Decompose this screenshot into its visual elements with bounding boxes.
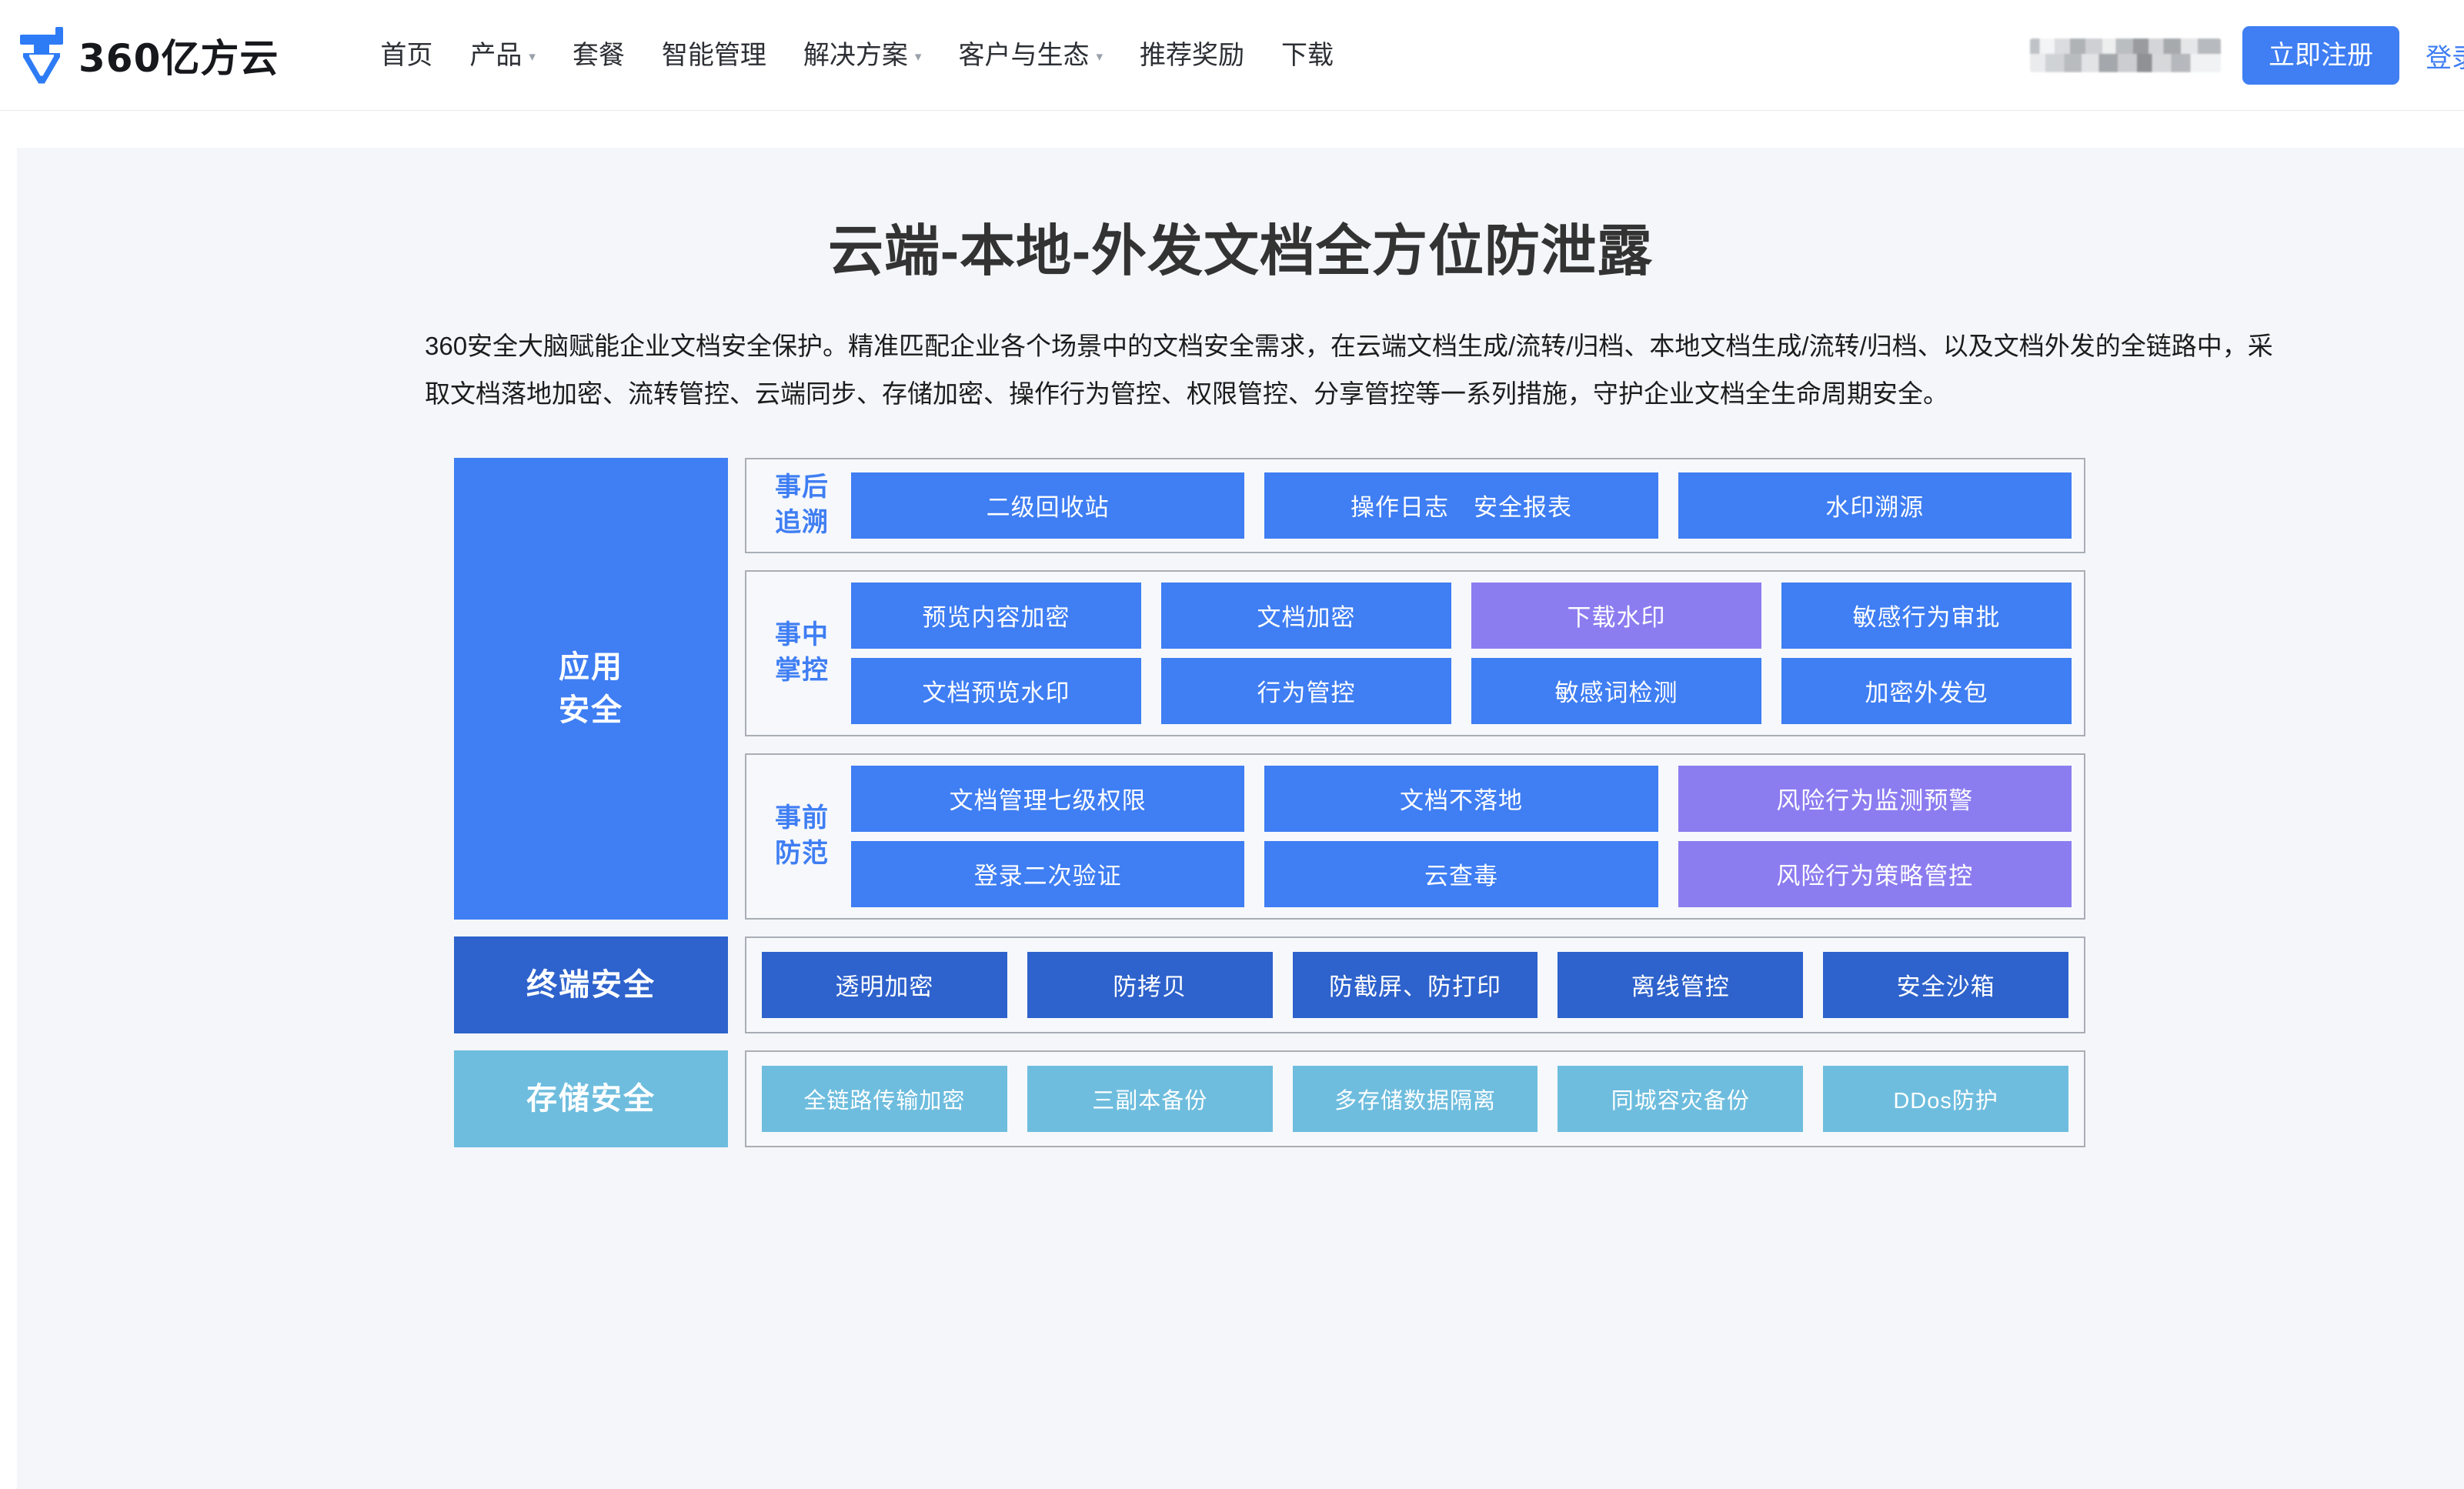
security-architecture-diagram: 应用安全 事后追溯 二级回收站 操作日志 安全报表 水印溯源 <box>454 457 2085 1147</box>
tier-label-text: 应用安全 <box>559 649 623 727</box>
group-post-incident-tracing: 事后追溯 二级回收站 操作日志 安全报表 水印溯源 <box>745 457 2085 553</box>
tier-body: 全链路传输加密 三副本备份 多存储数据隔离 同城容灾备份 DDos防护 <box>745 1050 2085 1147</box>
feature-chip-recycle-bin[interactable]: 二级回收站 <box>851 472 1245 539</box>
tier-label-storage-security: 存储安全 <box>454 1050 728 1147</box>
group-row: 二级回收站 操作日志 安全报表 水印溯源 <box>851 472 2072 539</box>
brand-name: 360亿方云 <box>78 35 279 81</box>
group-rows: 文档管理七级权限 文档不落地 风险行为监测预警 登录二次验证 云查毒 风险行为策… <box>851 765 2072 907</box>
nav-item-products[interactable]: 产品 ▾ <box>451 42 554 68</box>
chevron-down-icon: ▾ <box>1096 49 1103 64</box>
feature-chip-cloud-antivirus[interactable]: 云查毒 <box>1264 840 1658 907</box>
redacted-contact-icon <box>2030 38 2221 72</box>
nav-item-customers-ecosystem[interactable]: 客户与生态 ▾ <box>940 42 1121 68</box>
feature-chip-document-preview-watermark[interactable]: 文档预览水印 <box>851 657 1141 724</box>
nav-label: 推荐奖励 <box>1140 40 1245 70</box>
feature-chip-operation-log-security-report[interactable]: 操作日志 安全报表 <box>1264 472 1658 539</box>
chevron-down-icon: ▾ <box>914 49 922 64</box>
group-label: 事前防范 <box>775 803 829 868</box>
nav-label: 解决方案 <box>803 40 908 70</box>
feature-chip-full-link-transport-encryption[interactable]: 全链路传输加密 <box>762 1065 1007 1132</box>
group-row: 透明加密 防拷贝 防截屏、防打印 离线管控 安全沙箱 <box>762 951 2068 1018</box>
tier-storage-security: 存储安全 全链路传输加密 三副本备份 多存储数据隔离 同城容灾备份 DDos防护 <box>454 1050 2085 1147</box>
tier-body: 事后追溯 二级回收站 操作日志 安全报表 水印溯源 事中掌控 预览内 <box>745 457 2085 920</box>
nav-label: 客户与生态 <box>958 40 1090 70</box>
chevron-down-icon: ▾ <box>529 49 536 64</box>
feature-chip-risk-behavior-monitoring-alert[interactable]: 风险行为监测预警 <box>1678 765 2072 832</box>
nav-item-download[interactable]: 下载 <box>1263 42 1352 68</box>
feature-chip-watermark-tracing[interactable]: 水印溯源 <box>1678 472 2072 539</box>
feature-chip-risk-behavior-policy-control[interactable]: 风险行为策略管控 <box>1678 840 2072 907</box>
group-endpoint-features: 透明加密 防拷贝 防截屏、防打印 离线管控 安全沙箱 <box>745 936 2085 1033</box>
group-storage-features: 全链路传输加密 三副本备份 多存储数据隔离 同城容灾备份 DDos防护 <box>745 1050 2085 1147</box>
login-link[interactable]: 登录 <box>2426 43 2464 73</box>
group-label: 事后追溯 <box>775 472 829 537</box>
nav-label: 首页 <box>380 40 433 70</box>
tier-label-text: 存储安全 <box>526 1081 656 1116</box>
site-header: 360亿方云 首页 产品 ▾ 套餐 智能管理 解决方案 ▾ 客户与生态 ▾ 推荐… <box>0 0 2464 111</box>
tier-application-security: 应用安全 事后追溯 二级回收站 操作日志 安全报表 水印溯源 <box>454 457 2085 920</box>
group-row: 文档预览水印 行为管控 敏感词检测 加密外发包 <box>851 657 2072 724</box>
feature-chip-offline-control[interactable]: 离线管控 <box>1558 951 1804 1018</box>
register-button[interactable]: 立即注册 <box>2242 26 2399 85</box>
feature-chip-behavior-control[interactable]: 行为管控 <box>1161 657 1451 724</box>
feature-chip-triple-replica-backup[interactable]: 三副本备份 <box>1027 1065 1273 1132</box>
nav-item-home[interactable]: 首页 <box>362 42 451 68</box>
tier-endpoint-security: 终端安全 透明加密 防拷贝 防截屏、防打印 离线管控 安全沙箱 <box>454 936 2085 1033</box>
group-label: 事中掌控 <box>775 619 829 685</box>
nav-label: 智能管理 <box>661 40 766 70</box>
nav-label: 产品 <box>469 40 523 70</box>
group-rows: 透明加密 防拷贝 防截屏、防打印 离线管控 安全沙箱 <box>762 951 2068 1018</box>
feature-chip-no-local-landing[interactable]: 文档不落地 <box>1264 765 1658 832</box>
yifangyun-logo-icon <box>17 26 66 84</box>
feature-chip-anti-screenshot-anti-print[interactable]: 防截屏、防打印 <box>1292 951 1538 1018</box>
feature-chip-anti-copy[interactable]: 防拷贝 <box>1027 951 1273 1018</box>
group-rows: 二级回收站 操作日志 安全报表 水印溯源 <box>851 472 2072 539</box>
group-row: 文档管理七级权限 文档不落地 风险行为监测预警 <box>851 765 2072 832</box>
group-row: 登录二次验证 云查毒 风险行为策略管控 <box>851 840 2072 907</box>
nav-item-referral-rewards[interactable]: 推荐奖励 <box>1121 42 1263 68</box>
nav-item-solutions[interactable]: 解决方案 ▾ <box>785 42 940 68</box>
nav-label: 套餐 <box>572 40 625 70</box>
brand-logo[interactable]: 360亿方云 <box>17 26 279 84</box>
nav-item-packages[interactable]: 套餐 <box>554 42 643 68</box>
page-body: 云端-本地-外发文档全方位防泄露 360安全大脑赋能企业文档安全保护。精准匹配企… <box>0 148 2464 1489</box>
feature-chip-multi-storage-data-isolation[interactable]: 多存储数据隔离 <box>1292 1065 1538 1132</box>
nav-item-smart-management[interactable]: 智能管理 <box>643 42 785 68</box>
feature-chip-same-city-disaster-backup[interactable]: 同城容灾备份 <box>1558 1065 1804 1132</box>
tier-label-text: 终端安全 <box>526 967 656 1002</box>
group-rows: 预览内容加密 文档加密 下载水印 敏感行为审批 文档预览水印 行为管控 敏感词检… <box>851 582 2072 724</box>
main-nav: 首页 产品 ▾ 套餐 智能管理 解决方案 ▾ 客户与生态 ▾ 推荐奖励 下载 <box>362 42 1352 68</box>
feature-chip-sensitive-word-detection[interactable]: 敏感词检测 <box>1471 657 1761 724</box>
group-rows: 全链路传输加密 三副本备份 多存储数据隔离 同城容灾备份 DDos防护 <box>762 1065 2068 1132</box>
feature-chip-seven-level-permissions[interactable]: 文档管理七级权限 <box>851 765 1245 832</box>
header-actions: 立即注册 登录 <box>2030 0 2464 111</box>
feature-chip-download-watermark[interactable]: 下载水印 <box>1471 582 1761 649</box>
group-pre-incident-prevention: 事前防范 文档管理七级权限 文档不落地 风险行为监测预警 登录二次验证 云查毒 … <box>745 753 2085 920</box>
group-row: 预览内容加密 文档加密 下载水印 敏感行为审批 <box>851 582 2072 649</box>
feature-chip-preview-content-encryption[interactable]: 预览内容加密 <box>851 582 1141 649</box>
page-title: 云端-本地-外发文档全方位防泄露 <box>828 221 1653 283</box>
feature-chip-encrypted-outbound-package[interactable]: 加密外发包 <box>1781 657 2072 724</box>
feature-chip-document-encryption[interactable]: 文档加密 <box>1161 582 1451 649</box>
feature-chip-ddos-protection[interactable]: DDos防护 <box>1823 1065 2068 1132</box>
tier-label-application-security: 应用安全 <box>454 457 728 920</box>
tier-label-endpoint-security: 终端安全 <box>454 936 728 1033</box>
feature-chip-security-sandbox[interactable]: 安全沙箱 <box>1823 951 2068 1018</box>
nav-label: 下载 <box>1281 40 1334 70</box>
tier-body: 透明加密 防拷贝 防截屏、防打印 离线管控 安全沙箱 <box>745 936 2085 1033</box>
feature-chip-sensitive-behavior-approval[interactable]: 敏感行为审批 <box>1781 582 2072 649</box>
hero-description: 360安全大脑赋能企业文档安全保护。精准匹配企业各个场景中的文档安全需求，在云端… <box>425 331 2273 408</box>
group-row: 全链路传输加密 三副本备份 多存储数据隔离 同城容灾备份 DDos防护 <box>762 1065 2068 1132</box>
group-in-process-control: 事中掌控 预览内容加密 文档加密 下载水印 敏感行为审批 文档预览水印 行为管控… <box>745 569 2085 736</box>
feature-chip-login-two-factor[interactable]: 登录二次验证 <box>851 840 1245 907</box>
feature-chip-transparent-encryption[interactable]: 透明加密 <box>762 951 1007 1018</box>
